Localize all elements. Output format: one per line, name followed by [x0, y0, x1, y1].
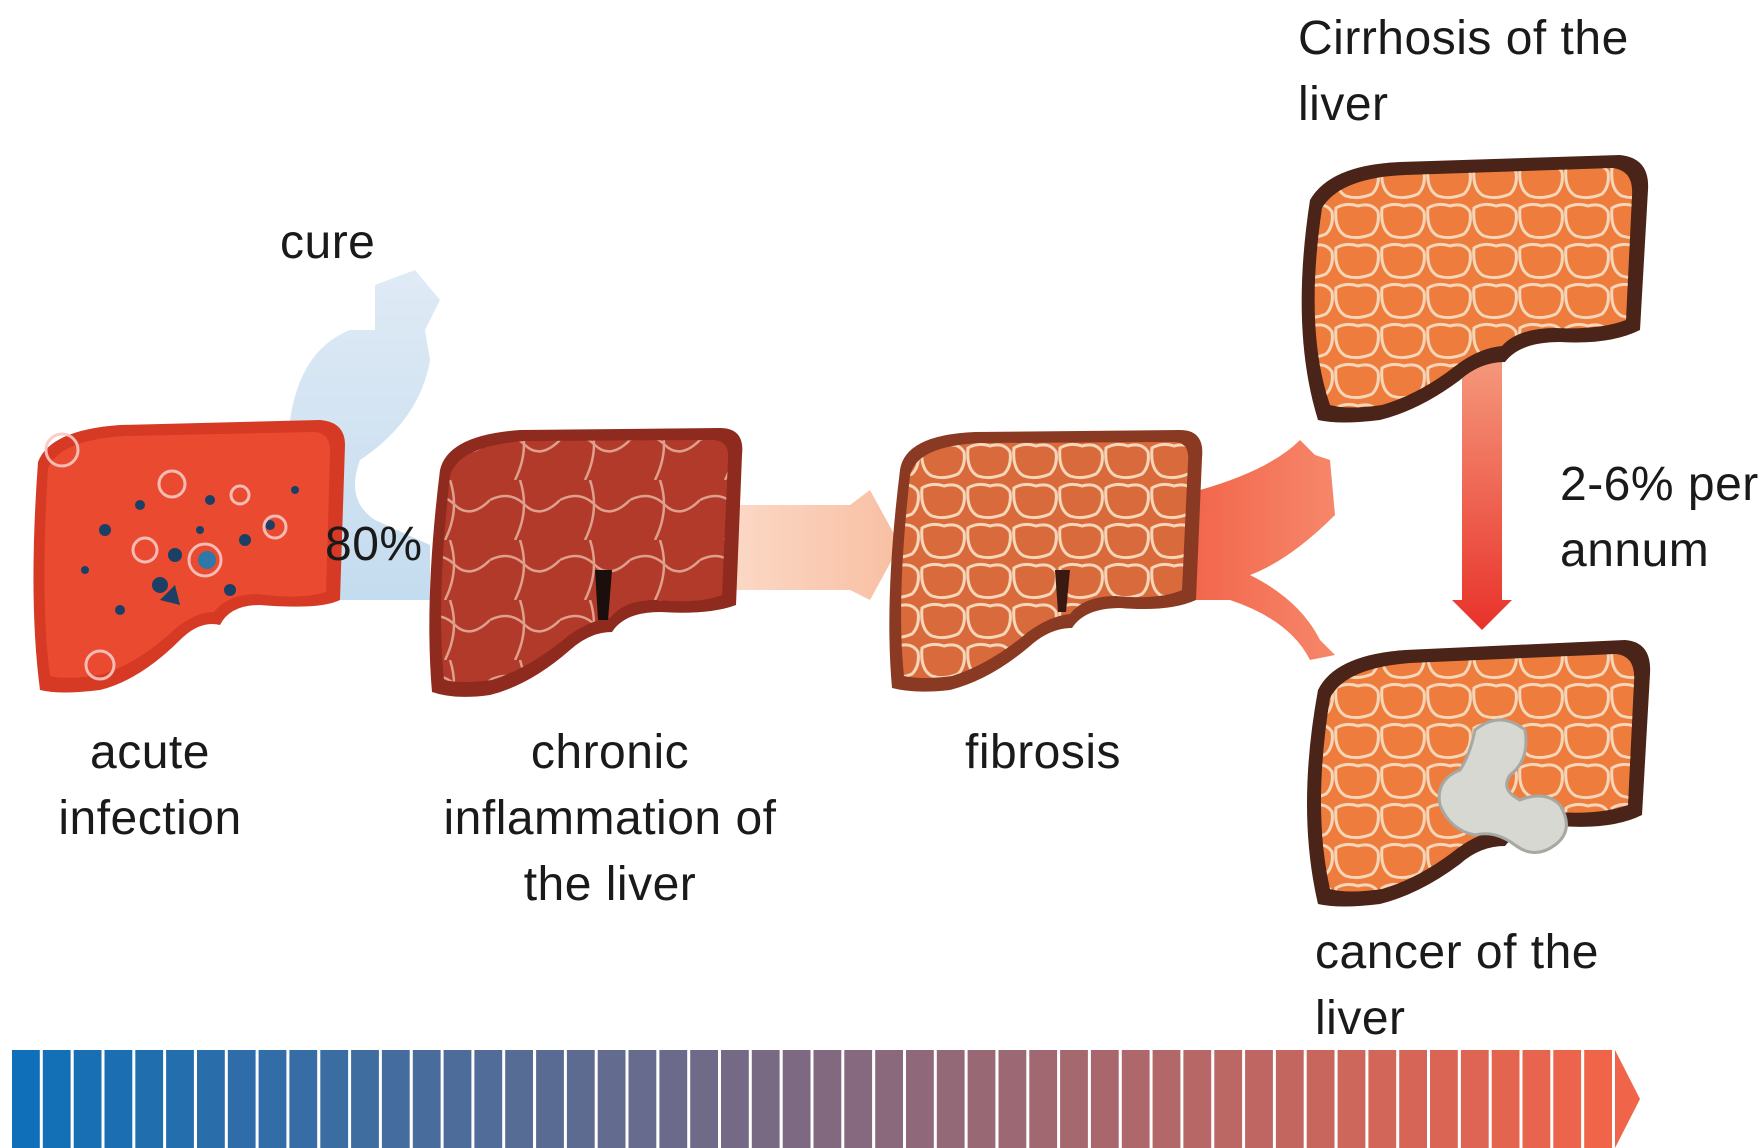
timeline-stripe — [968, 1050, 996, 1148]
timeline-stripe — [999, 1050, 1027, 1148]
timeline-stripe — [752, 1050, 780, 1148]
timeline-stripe — [105, 1050, 133, 1148]
timeline-stripe — [351, 1050, 379, 1148]
timeline-stripe — [1153, 1050, 1181, 1148]
cancer-label: cancer of the liver — [1315, 920, 1599, 1052]
cancer-line-2: liver — [1315, 986, 1599, 1052]
liver-cancer — [1307, 640, 1650, 907]
chronic-line-3: the liver — [430, 852, 790, 918]
chronic-line-2: inflammation of — [430, 786, 790, 852]
timeline-stripe — [1276, 1050, 1304, 1148]
timeline-stripe — [228, 1050, 256, 1148]
acute-infection-line-1: acute — [40, 720, 260, 786]
timeline-stripe — [1214, 1050, 1242, 1148]
rate-line-2: annum — [1560, 518, 1759, 584]
acute-infection-label: acute infection — [40, 720, 260, 852]
timeline-stripe — [536, 1050, 564, 1148]
timeline-stripe — [166, 1050, 194, 1148]
timeline-stripe — [721, 1050, 749, 1148]
timeline-stripe — [135, 1050, 163, 1148]
cure-label: cure — [280, 210, 375, 276]
rate-line-1: 2-6% per — [1560, 452, 1759, 518]
timeline-stripe — [413, 1050, 441, 1148]
acute-infection-line-2: infection — [40, 786, 260, 852]
timeline-stripe — [1307, 1050, 1335, 1148]
timeline-stripe — [1245, 1050, 1273, 1148]
cirrhosis-line-1: Cirrhosis of the — [1298, 6, 1629, 72]
liver-fibrosis — [889, 430, 1202, 692]
timeline-stripe — [1523, 1050, 1551, 1148]
timeline-stripe — [320, 1050, 348, 1148]
timeline-stripe — [474, 1050, 502, 1148]
timeline-stripe — [444, 1050, 472, 1148]
cirrhosis-label: Cirrhosis of the liver — [1298, 6, 1629, 138]
liver-acute-infection — [33, 420, 345, 693]
timeline-stripe — [43, 1050, 71, 1148]
timeline-stripe — [906, 1050, 934, 1148]
timeline-stripe — [1553, 1050, 1581, 1148]
timeline-stripe — [1060, 1050, 1088, 1148]
timeline-stripe — [1338, 1050, 1366, 1148]
timeline-gradient-bar — [12, 1050, 1640, 1148]
timeline-arrow-head — [1615, 1050, 1640, 1148]
liver-chronic-inflammation — [429, 428, 742, 697]
timeline-stripe — [1183, 1050, 1211, 1148]
timeline-stripe — [690, 1050, 718, 1148]
timeline-stripe — [659, 1050, 687, 1148]
timeline-stripe — [1122, 1050, 1150, 1148]
timeline-stripe — [629, 1050, 657, 1148]
timeline-stripe — [197, 1050, 225, 1148]
chronic-line-1: chronic — [430, 720, 790, 786]
timeline-stripe — [289, 1050, 317, 1148]
timeline-stripe — [875, 1050, 903, 1148]
timeline-stripe — [783, 1050, 811, 1148]
timeline-stripe — [12, 1050, 40, 1148]
timeline-stripe — [1368, 1050, 1396, 1148]
cirrhosis-to-cancer-arrow — [1452, 355, 1512, 630]
timeline-stripe — [1461, 1050, 1489, 1148]
timeline-stripe — [382, 1050, 410, 1148]
timeline-stripe — [1029, 1050, 1057, 1148]
timeline-stripe — [937, 1050, 965, 1148]
timeline-stripe — [259, 1050, 287, 1148]
timeline-stripe — [74, 1050, 102, 1148]
timeline-stripe — [598, 1050, 626, 1148]
timeline-stripe — [1091, 1050, 1119, 1148]
fibrosis-label: fibrosis — [965, 720, 1121, 786]
timeline-stripe — [567, 1050, 595, 1148]
timeline-stripe — [1430, 1050, 1458, 1148]
timeline-stripe — [814, 1050, 842, 1148]
cancer-line-1: cancer of the — [1315, 920, 1599, 986]
timeline-stripe — [1584, 1050, 1612, 1148]
chronic-inflammation-label: chronic inflammation of the liver — [430, 720, 790, 918]
rate-label: 2-6% per annum — [1560, 452, 1759, 584]
cirrhosis-line-2: liver — [1298, 72, 1629, 138]
timeline-stripe — [505, 1050, 533, 1148]
timeline-stripe — [1492, 1050, 1520, 1148]
timeline-stripe — [844, 1050, 872, 1148]
cure-percent-label: 80% — [325, 512, 423, 578]
timeline-stripe — [1399, 1050, 1427, 1148]
